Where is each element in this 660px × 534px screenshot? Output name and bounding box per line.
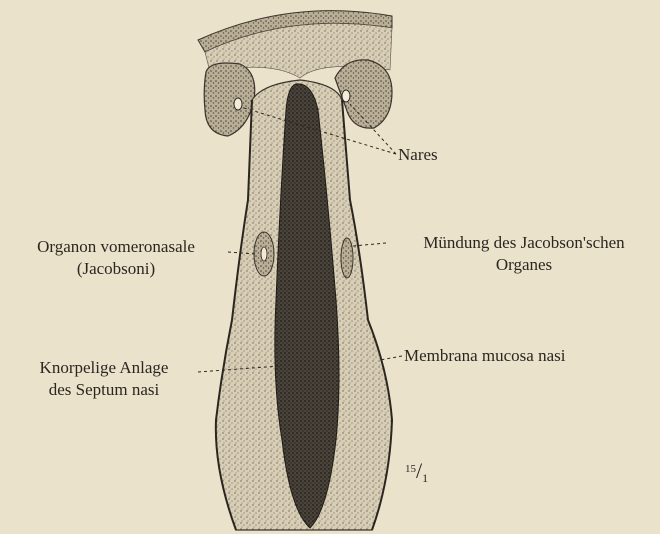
left-nostril-lobe (204, 63, 255, 136)
scale-numerator: 15 (405, 463, 416, 475)
vomeronasal-lumen (261, 247, 267, 261)
left-naris-opening (234, 98, 242, 110)
right-naris-opening (342, 90, 350, 102)
label-knorpel-line1: Knorpelige Anlage (8, 358, 200, 378)
label-muendung-line2: Organes (390, 255, 658, 275)
label-organon-line2: (Jacobsoni) (6, 259, 226, 279)
label-nares: Nares (398, 145, 438, 165)
label-membrana: Membrana mucosa nasi (404, 346, 565, 366)
label-knorpel-line2: des Septum nasi (8, 380, 200, 400)
jacobson-opening (341, 238, 353, 278)
leader-membrana (380, 356, 402, 360)
label-organon-line1: Organon vomeronasale (6, 237, 226, 257)
label-muendung-line1: Mündung des Jacobson'schen (390, 233, 658, 253)
magnification-scale: 15/1 (405, 458, 428, 484)
scale-denominator: 1 (422, 471, 428, 485)
